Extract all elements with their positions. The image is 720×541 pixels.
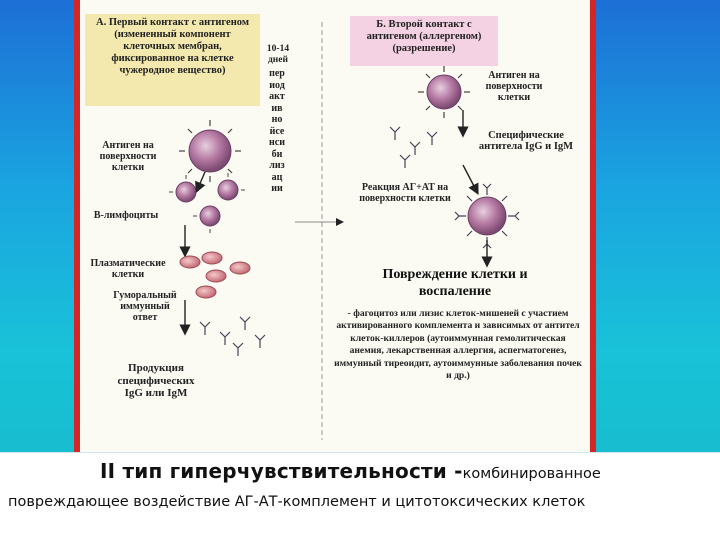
reaction-cell [454, 183, 520, 249]
damage-heading: Повреждение клетки и воспаление [382, 267, 528, 299]
caption-title: II тип гиперчувствительности -комбиниров… [100, 459, 660, 483]
humoral-label: Гуморальный иммунный ответ [113, 290, 177, 323]
antibodies-a [199, 316, 266, 356]
arrow-a1 [195, 171, 206, 194]
antigen-cell-b [418, 66, 470, 118]
plasma-cells [179, 251, 251, 299]
panel-a-title: А. Первый контакт с антигеном (измененны… [85, 14, 260, 106]
products-label: Продукция специфических IgG или IgM [117, 362, 195, 399]
caption-title-bold: II тип гиперчувствительности - [100, 459, 463, 483]
plasma-label: Плазматические клетки [90, 258, 166, 280]
reaction-label: Реакция АГ+АТ на поверхности клетки [359, 182, 451, 204]
caption-title-rest: комбинированное [462, 466, 601, 482]
period-days: 10-14 дней [266, 44, 290, 65]
antigen-label-b: Антиген на поверхности клетки [485, 70, 543, 103]
period-vertical-text: периодактивнойсенсибилизации [269, 68, 285, 194]
panel-b-title: Б. Второй контакт с антигеном (аллергено… [350, 16, 498, 66]
antibodies-b [389, 126, 438, 168]
b-cells-label: В-лимфоциты [93, 210, 159, 221]
antigen-cell-a [179, 120, 241, 182]
b-lymphocytes [169, 173, 245, 233]
antibodies-label: Специфические антитела IgG и IgM [478, 130, 574, 152]
antigen-label-a: Антиген на поверхности клетки [99, 140, 157, 173]
arrow-b2 [462, 164, 479, 195]
damage-text: - фагоцитоз или лизис клеток-мишеней с у… [334, 308, 582, 382]
caption-subtitle: повреждающее воздействие АГ-АТ-комплемен… [8, 494, 586, 510]
caption-band: II тип гиперчувствительности -комбиниров… [0, 452, 720, 541]
